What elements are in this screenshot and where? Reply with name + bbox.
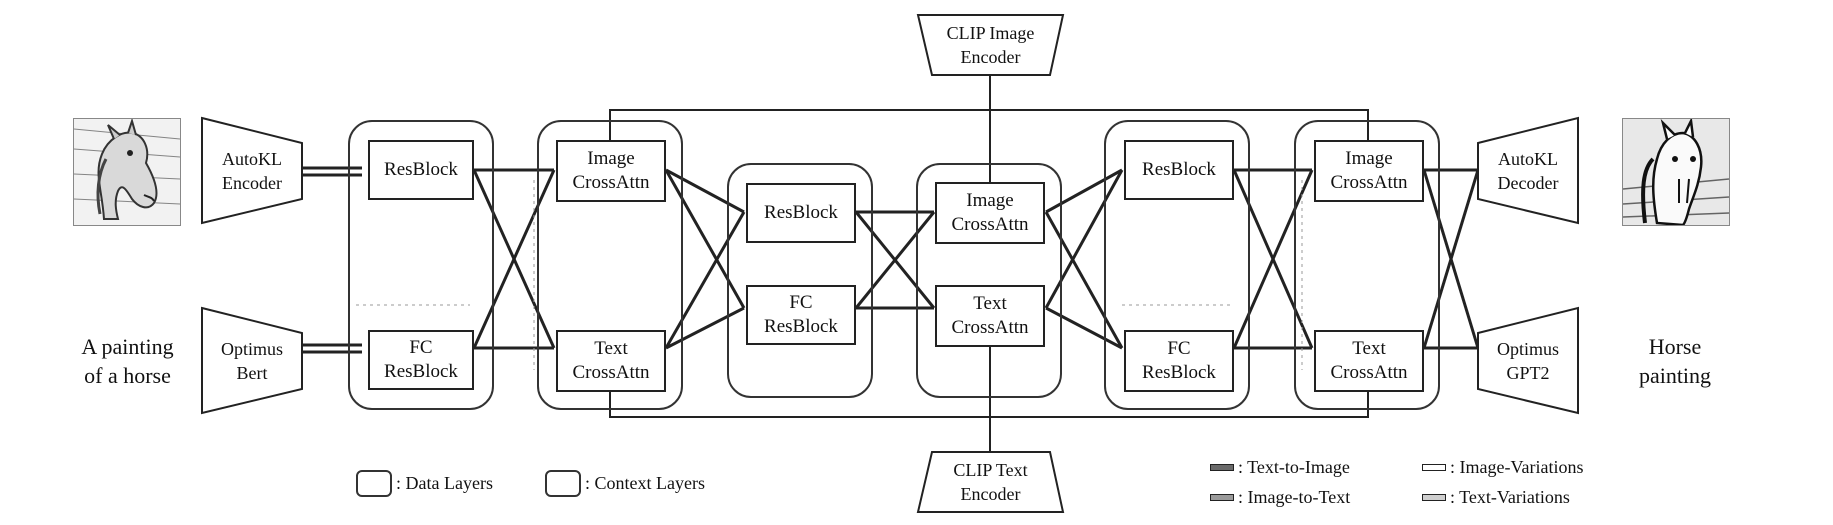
resblock-3: ResBlock <box>1124 140 1234 200</box>
clip-image-encoder-label: CLIP Image Encoder <box>946 23 1035 67</box>
legend-context-layers-symbol <box>545 470 581 497</box>
optimus-gpt2-shape <box>1477 306 1579 415</box>
clip-image-encoder-shape <box>916 14 1065 76</box>
text-crossattn-3: Text CrossAttn <box>1314 330 1424 392</box>
image-crossattn-3: Image CrossAttn <box>1314 140 1424 202</box>
resblock-1: ResBlock <box>368 140 474 200</box>
legend-image-variations-label: : Image-Variations <box>1450 457 1584 477</box>
legend-image-variations-swatch <box>1422 464 1446 471</box>
optimus-bert-shape <box>201 306 303 415</box>
fc-resblock-3: FC ResBlock <box>1124 330 1234 392</box>
autokl-decoder-shape <box>1477 116 1579 225</box>
clip-text-encoder-shape <box>916 451 1065 513</box>
data-layer-group-1 <box>348 120 494 410</box>
fc-resblock-1: FC ResBlock <box>368 330 474 390</box>
autokl-encoder-shape <box>201 116 303 225</box>
legend-text-variations-swatch <box>1422 494 1446 501</box>
legend-data-layers-symbol <box>356 470 392 497</box>
input-horse-image <box>73 118 181 226</box>
input-text-prompt: A painting of a horse <box>81 334 174 388</box>
data-layer-group-2 <box>727 163 873 398</box>
image-crossattn-1: Image CrossAttn <box>556 140 666 202</box>
output-text: Horse painting <box>1638 334 1712 388</box>
legend-image-to-text-label: : Image-to-Text <box>1238 487 1351 507</box>
context-layer-group-3 <box>1294 120 1440 410</box>
legend-text-to-image-swatch <box>1210 464 1234 471</box>
optimus-gpt2-label: Optimus GPT2 <box>1496 339 1559 383</box>
autokl-decoder-label: AutoKL Decoder <box>1497 149 1559 193</box>
text-crossattn-1: Text CrossAttn <box>556 330 666 392</box>
resblock-2: ResBlock <box>746 183 856 243</box>
fc-resblock-2: FC ResBlock <box>746 285 856 345</box>
optimus-bert-label: Optimus Bert <box>220 339 283 383</box>
legend-text-variations-label: : Text-Variations <box>1450 487 1570 507</box>
image-crossattn-2: Image CrossAttn <box>935 182 1045 244</box>
legend-data-layers-label: : Data Layers <box>396 473 493 493</box>
output-horse-image <box>1622 118 1730 226</box>
autokl-encoder-label: AutoKL Encoder <box>222 149 282 193</box>
legend-image-to-text-swatch <box>1210 494 1234 501</box>
clip-text-encoder-label: CLIP Text Encoder <box>953 460 1028 504</box>
legend-context-layers-label: : Context Layers <box>585 473 705 493</box>
context-layer-group-2 <box>916 163 1062 398</box>
data-layer-group-3 <box>1104 120 1250 410</box>
legend-text-to-image-label: : Text-to-Image <box>1238 457 1350 477</box>
text-crossattn-2: Text CrossAttn <box>935 285 1045 347</box>
context-layer-group-1 <box>537 120 683 410</box>
